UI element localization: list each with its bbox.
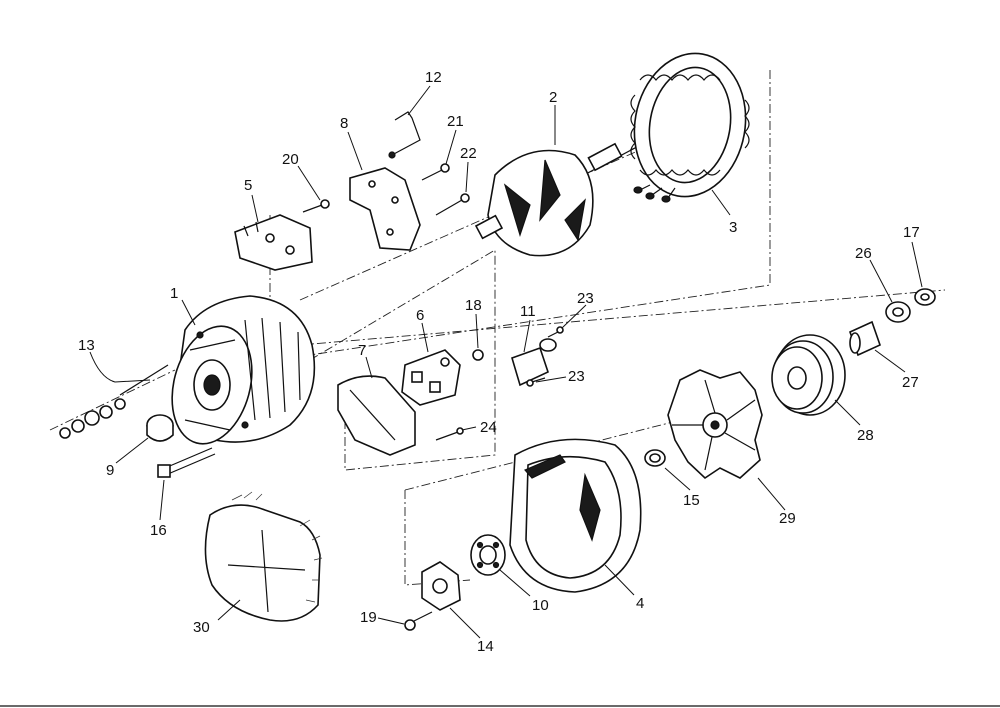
callout-4: 4 [636, 595, 644, 612]
callout-1: 1 [170, 285, 178, 302]
callout-15: 15 [683, 492, 700, 509]
part-11-terminal [511, 338, 557, 387]
part-19-screw [404, 611, 433, 631]
part-14-retainer [421, 561, 461, 611]
callout-10: 10 [532, 597, 549, 614]
part-28-pulley [771, 334, 846, 416]
part-10-bearing [470, 534, 506, 576]
callout-3: 3 [729, 219, 737, 236]
part-12-lead [388, 111, 421, 159]
callout-22: 22 [460, 145, 477, 162]
assembly-centerlines [49, 70, 946, 586]
part-21-screw [421, 163, 450, 181]
part-9-spacer [146, 414, 174, 442]
callout-19: 19 [360, 609, 377, 626]
callout-13: 13 [78, 337, 95, 354]
callout-21: 21 [447, 113, 464, 130]
callout-17: 17 [903, 224, 920, 241]
part-18-nut [472, 349, 484, 361]
callout-26: 26 [855, 245, 872, 262]
part-16-bolt [157, 447, 216, 478]
callout-23-upper: 23 [577, 290, 594, 307]
callout-2: 2 [549, 89, 557, 106]
part-29-fan [667, 369, 763, 480]
callout-20: 20 [282, 151, 299, 168]
part-24-screw [435, 427, 464, 441]
callout-28: 28 [857, 427, 874, 444]
callout-labels: 1 2 3 4 5 6 7 8 9 10 11 12 13 14 15 16 1… [78, 69, 920, 655]
callout-7: 7 [358, 342, 366, 359]
callout-27: 27 [902, 374, 919, 391]
callout-16: 16 [150, 522, 167, 539]
part-3-stator [630, 52, 750, 203]
part-23-screws [526, 326, 564, 387]
callout-8: 8 [340, 115, 348, 132]
part-27-sleeve [849, 320, 881, 357]
part-22-screw [435, 193, 470, 216]
part-4-end-frame [509, 438, 642, 593]
part-8-bracket [349, 167, 421, 251]
part-17-nut [914, 288, 936, 306]
callout-30: 30 [193, 619, 210, 636]
part-7-cover [337, 375, 416, 456]
callout-11: 11 [520, 303, 536, 320]
callout-5: 5 [244, 177, 252, 194]
callout-18: 18 [465, 297, 482, 314]
part-26-washer [885, 301, 911, 323]
part-1-housing [171, 295, 316, 445]
callout-29: 29 [779, 510, 796, 527]
part-15-collar [644, 449, 666, 467]
part-30-cover [204, 491, 323, 622]
part-5-terminal-plate [234, 214, 313, 271]
part-13-bolt-set [59, 364, 169, 439]
part-6-regulator [401, 349, 461, 406]
part-20-screw [302, 199, 330, 213]
part-2-rotor [474, 139, 651, 257]
callout-6: 6 [416, 307, 424, 324]
callout-12: 12 [425, 69, 442, 86]
callout-23-lower: 23 [568, 368, 585, 385]
callout-24: 24 [480, 419, 497, 436]
leader-lines [89, 85, 923, 639]
callout-14: 14 [477, 638, 494, 655]
callout-9: 9 [106, 462, 114, 479]
